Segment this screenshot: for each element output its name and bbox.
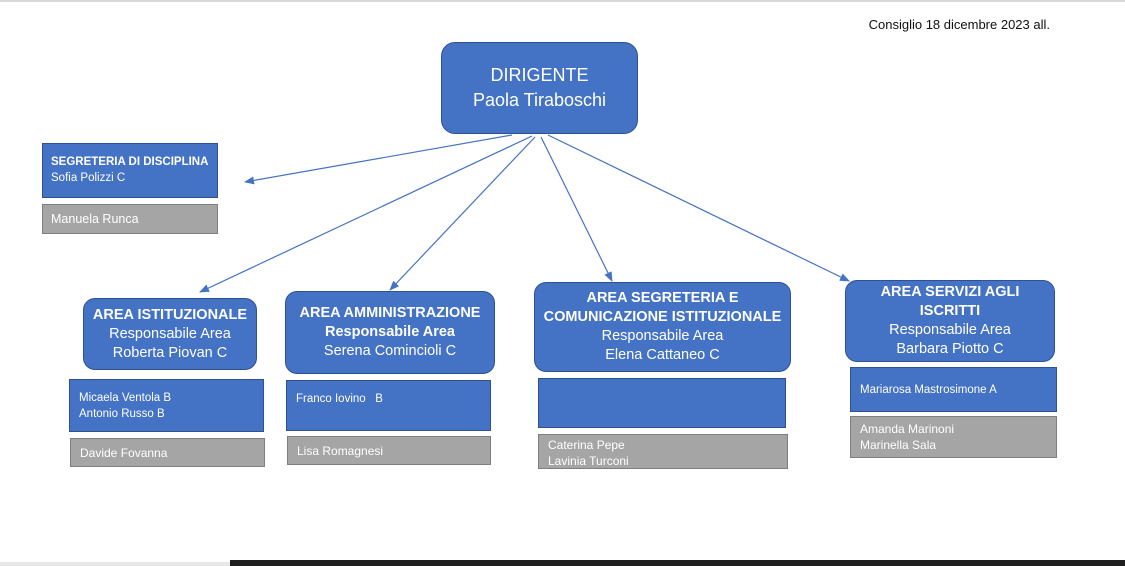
bottom-strip-left [0, 562, 230, 566]
area-servizi-gray-box: Amanda Marinoni Marinella Sala [850, 416, 1057, 458]
area-lead: Roberta Piovan C [112, 344, 228, 361]
bottom-strip [230, 560, 1125, 566]
area-title: AREA ISTITUZIONALE [92, 306, 248, 323]
area-role: Responsabile Area [601, 328, 724, 344]
staff-member: Marinella Sala [860, 438, 937, 452]
area-lead: Serena Comincioli C [323, 343, 457, 359]
area-istituzionale-box: AREA ISTITUZIONALE Responsabile Area Rob… [83, 298, 257, 370]
area-title-line-2: ISCRITTI [919, 303, 981, 319]
segreteria-lead: Sofia Polizzi C [51, 172, 126, 184]
segreteria-box: SEGRETERIA DI DISCIPLINA Sofia Polizzi C [42, 143, 218, 198]
arrow-to-area-amministrazione [389, 136, 536, 291]
arrow-to-area-istituzionale [199, 135, 533, 293]
staff-member: Antonio Russo B [79, 408, 165, 420]
segreteria-staff: Manuela Runca [51, 212, 139, 226]
area-istituzionale-gray-box: Davide Fovanna [70, 438, 265, 467]
staff-member: Micaela Ventola B [79, 392, 172, 404]
area-lead: Elena Cattaneo C [605, 347, 720, 363]
area-segreteria-gray-box: Caterina Pepe Lavinia Turconi [538, 434, 788, 469]
segreteria-staff-box: Manuela Runca [42, 204, 218, 234]
segreteria-title: SEGRETERIA DI DISCIPLINA [51, 156, 209, 168]
document-note: Consiglio 18 dicembre 2023 all. [868, 17, 1050, 32]
staff-member: Amanda Marinoni [860, 422, 955, 436]
staff-member: Lavinia Turconi [548, 454, 629, 468]
staff-member: Mariarosa Mastrosimone A [860, 384, 997, 396]
staff-member: Franco Iovino B [296, 393, 383, 405]
director-name: Paola Tiraboschi [472, 90, 607, 110]
area-lead: Barbara Piotto C [896, 341, 1004, 357]
area-segreteria-staff-box [538, 378, 786, 428]
area-title-line-1: AREA SERVIZI AGLI [880, 284, 1020, 300]
area-role: Responsabile Area [324, 324, 455, 340]
top-border [0, 0, 1125, 2]
area-role: Responsabile Area [109, 325, 231, 342]
area-title-line-1: AREA SEGRETERIA E [586, 290, 739, 306]
arrow-to-area-segreteria [540, 136, 613, 282]
director-title: DIRIGENTE [490, 65, 589, 85]
area-servizi-staff-box: Mariarosa Mastrosimone A [850, 367, 1057, 412]
area-title: AREA AMMINISTRAZIONE [299, 305, 481, 321]
area-amministrazione-staff-box: Franco Iovino B [286, 380, 491, 431]
area-role: Responsabile Area [889, 322, 1011, 338]
staff-member: Davide Fovanna [80, 446, 168, 460]
area-amministrazione-box: AREA AMMINISTRAZIONE Responsabile Area S… [285, 291, 495, 374]
arrow-to-area-servizi [547, 134, 850, 282]
staff-member: Caterina Pepe [548, 438, 625, 452]
staff-member: Lisa Romagnesi [297, 444, 384, 458]
director-box: DIRIGENTE Paola Tiraboschi [441, 42, 638, 134]
area-segreteria-comunicazione-box: AREA SEGRETERIA E COMUNICAZIONE ISTITUZI… [534, 282, 791, 372]
area-amministrazione-gray-box: Lisa Romagnesi [287, 436, 491, 465]
arrow-to-segreteria [244, 134, 513, 185]
area-istituzionale-staff-box: Micaela Ventola B Antonio Russo B [69, 379, 264, 432]
area-servizi-iscritti-box: AREA SERVIZI AGLI ISCRITTI Responsabile … [845, 280, 1055, 362]
area-title-line-2: COMUNICAZIONE ISTITUZIONALE [543, 309, 782, 325]
